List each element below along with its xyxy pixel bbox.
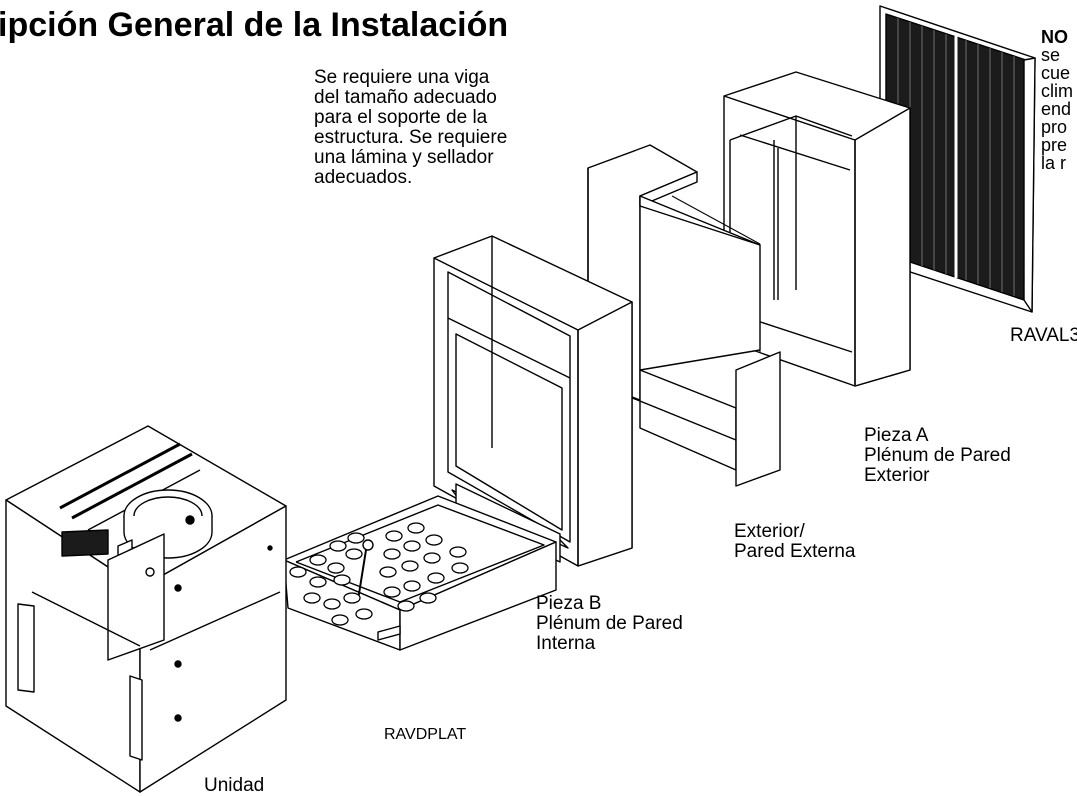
pieza-a-label: Pieza A Plénum de Pared Exterior [864, 426, 1011, 486]
beam-note-line: Se requiere una viga [314, 67, 490, 88]
side-note-line: clim [1041, 81, 1073, 101]
pieza-b-line: Interna [536, 633, 596, 654]
side-note: NO se cue clim end pro pre la r [1041, 28, 1073, 172]
side-note-line: cue [1041, 63, 1071, 83]
unit-label: Unidad [204, 775, 265, 796]
raval3-label: RAVAL3 [1010, 325, 1077, 346]
exterior-wall-plenum-pieza-a [723, 71, 911, 387]
beam-note-line: adecuados. [314, 167, 413, 188]
exterior-wall-label: Exterior/ Pared Externa [734, 522, 855, 562]
pieza-a-line: Pieza A [864, 425, 929, 446]
pieza-b-label: Pieza B Plénum de Pared Interna [536, 594, 683, 654]
exterior-line: Pared Externa [734, 541, 856, 562]
pieza-b-line: Pieza B [536, 593, 602, 614]
ravdplat-label: RAVDPLAT [384, 726, 467, 743]
drain-pan-ravdplat [283, 495, 557, 651]
beam-note-line: estructura. Se requiere [314, 127, 508, 148]
side-note-line: pro [1041, 117, 1068, 137]
pieza-a-line: Exterior [864, 465, 930, 486]
side-note-line: end [1041, 99, 1072, 119]
pieza-b-line: Plénum de Pared [536, 613, 683, 634]
side-note-line: pre [1041, 135, 1068, 155]
side-note-heading: NO [1041, 27, 1068, 47]
beam-note-line: para el soporte de la [314, 107, 488, 128]
pieza-a-line: Plénum de Pared [864, 445, 1011, 466]
exterior-line: Exterior/ [734, 521, 805, 542]
air-handling-unit [5, 425, 287, 793]
page-title: ipción General de la Instalación [0, 6, 509, 44]
interior-wall-plenum-pieza-b [433, 235, 633, 567]
beam-support-note: Se requiere una viga del tamaño adecuado… [314, 68, 507, 188]
side-note-line: se [1041, 45, 1061, 65]
beam-note-line: del tamaño adecuado [314, 87, 497, 108]
side-note-line: la r [1041, 153, 1067, 173]
callout-lines [671, 195, 761, 352]
beam-note-line: una lámina y sellador [314, 147, 494, 168]
